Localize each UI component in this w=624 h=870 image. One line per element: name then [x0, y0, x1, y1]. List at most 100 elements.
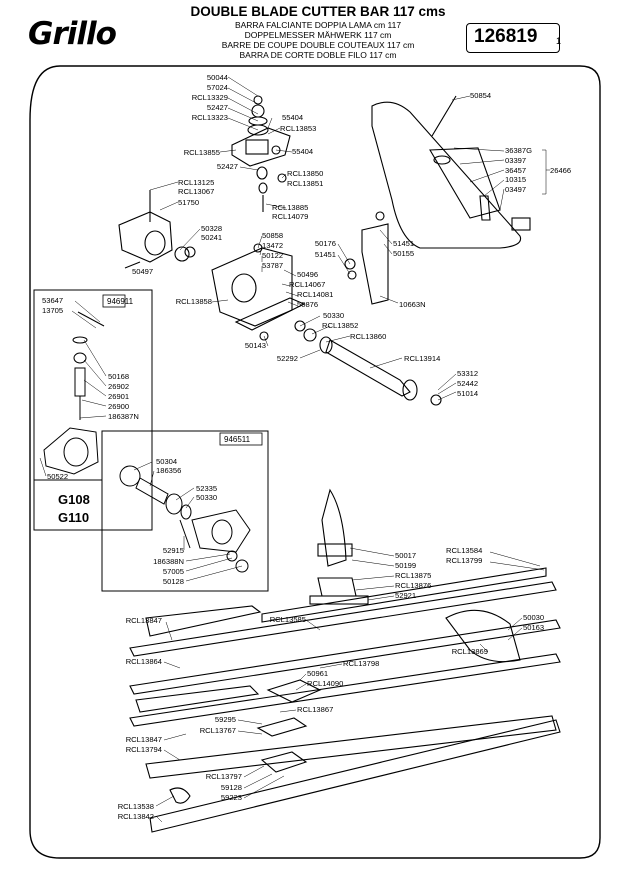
part-label: 50854 [470, 91, 492, 100]
diagram-frame [29, 65, 601, 859]
part-label: 57005 [162, 567, 184, 576]
part-label: 57024 [206, 83, 228, 92]
subtitle-fr: BARRE DE COUPE DOUBLE COUTEAUX 117 cm [221, 40, 415, 50]
part-label: 51750 [178, 198, 200, 207]
part-label: 03397 [505, 156, 527, 165]
part-label: 10663N [399, 300, 426, 309]
part-label: 59128 [220, 783, 242, 792]
part-label: 03497 [505, 185, 527, 194]
part-label: 53787 [262, 261, 284, 270]
part-label: 55404 [292, 147, 314, 156]
part-label: 52427 [216, 162, 238, 171]
part-label: 13472 [262, 241, 284, 250]
part-label: RCL13855 [183, 148, 220, 157]
part-label: 50241 [201, 233, 223, 242]
subtitle-de: DOPPELMESSER MÄHWERK 117 cm [244, 30, 392, 40]
part-label: 52427 [206, 103, 228, 112]
kit-box-946911 [33, 289, 153, 531]
kit-label-946511: 946511 [224, 435, 251, 444]
part-label: RCL13847 [125, 735, 162, 744]
leader-lines [39, 76, 550, 823]
part-label: 59295 [214, 715, 236, 724]
part-label: 50330 [323, 311, 345, 320]
model-g110: G110 [58, 510, 90, 525]
part-label: RCL13885 [272, 203, 309, 212]
part-label: 52335 [196, 484, 218, 493]
part-label: RCL13767 [199, 726, 236, 735]
part-label: 50155 [393, 249, 415, 258]
part-label: RCL13853 [280, 124, 317, 133]
part-label: RCL13538 [117, 802, 154, 811]
part-label: 50030 [523, 613, 545, 622]
part-label: RCL13842 [117, 812, 154, 821]
part-label: RCL13585 [269, 615, 306, 624]
part-label: 50304 [156, 457, 178, 466]
part-label: 50497 [132, 267, 154, 276]
part-label: 52915 [162, 546, 184, 555]
part-label: 52921 [395, 591, 417, 600]
part-label: RCL13914 [404, 354, 441, 363]
part-label: 50522 [47, 472, 69, 481]
part-label: 52442 [457, 379, 479, 388]
part-label: RCL13329 [191, 93, 228, 102]
kit-label-946911: 946911 [107, 297, 134, 306]
part-label: RCL13323 [191, 113, 228, 122]
part-label: 186388N [153, 557, 184, 566]
header: Grillo DOUBLE BLADE CUTTER BAR 117 cms B… [0, 0, 624, 64]
part-label: 186387N [108, 412, 139, 421]
part-label: 50496 [297, 270, 319, 279]
cutter-bars [129, 567, 561, 833]
part-label: RCL13875 [395, 571, 432, 580]
part-label: RCL13851 [287, 179, 324, 188]
part-label: 59223 [220, 793, 242, 802]
part-label: 50168 [108, 372, 130, 381]
part-label: RCL14081 [297, 290, 334, 299]
part-label: RCL13876 [395, 581, 432, 590]
part-label: RCL13125 [178, 178, 215, 187]
model-g108: G108 [58, 492, 90, 507]
part-label: 50330 [196, 493, 218, 502]
part-label: 51451 [393, 239, 415, 248]
part-label: 50044 [206, 73, 228, 82]
part-label: RCL13864 [125, 657, 162, 666]
page-title: DOUBLE BLADE CUTTER BAR 117 cms [190, 4, 446, 19]
part-label: RCL14067 [289, 280, 326, 289]
part-label: 50017 [395, 551, 417, 560]
part-label: 36387G [505, 146, 533, 155]
hub-assembly [118, 95, 442, 406]
part-label: 52292 [276, 354, 298, 363]
finger-guard [309, 488, 369, 605]
part-label: 36457 [505, 166, 527, 175]
part-label: 50176 [314, 239, 336, 248]
part-label: 50122 [262, 251, 284, 260]
brand-logo: Grillo [28, 16, 117, 52]
page-number: 1 [556, 36, 562, 46]
part-label: 26902 [108, 382, 130, 391]
part-label: 50858 [262, 231, 284, 240]
gearbox-housing [344, 95, 531, 305]
part-label: RCL13869 [451, 647, 488, 656]
kit-946511-parts [119, 465, 251, 573]
part-code: 126819 [474, 26, 538, 47]
part-label: RCL13850 [287, 169, 324, 178]
subtitle-es: BARRA DE CORTE DOBLE FILO 117 cm [239, 50, 397, 60]
part-label: 50199 [395, 561, 417, 570]
part-label: 53312 [457, 369, 479, 378]
part-label: RCL13852 [322, 321, 359, 330]
kit-946911-parts [43, 311, 105, 475]
part-label: 50163 [523, 623, 545, 632]
part-label: 13705 [42, 306, 64, 315]
part-label: RCL13799 [446, 556, 483, 565]
part-label: RCL14090 [307, 679, 344, 688]
part-label: 51451 [314, 250, 336, 259]
part-label: RCL13794 [125, 745, 162, 754]
part-code-box [466, 23, 560, 53]
part-label: 50876 [297, 300, 319, 309]
part-label: RCL13867 [297, 705, 334, 714]
part-label: RCL13584 [446, 546, 483, 555]
part-label: 26901 [108, 392, 130, 401]
part-label: 26466 [550, 166, 572, 175]
part-label: 55404 [282, 113, 304, 122]
subtitle-it: BARRA FALCIANTE DOPPIA LAMA cm 117 [234, 20, 402, 30]
